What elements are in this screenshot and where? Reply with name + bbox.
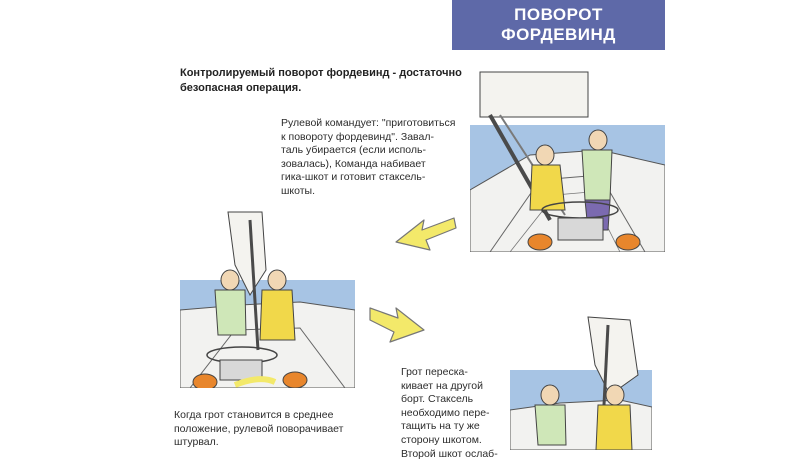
step1-text: Рулевой командует: "приготовиться к пово… — [281, 117, 461, 199]
arrow-left-down-icon — [395, 217, 457, 251]
step3-line: кивает на другой — [401, 379, 483, 392]
step1-line: Рулевой командует: "приготовиться — [281, 117, 456, 129]
step2-text: Когда грот становится в среднее положени… — [174, 409, 374, 450]
step3-line: сторону шкотом. — [401, 433, 482, 446]
lead-line-1: Контролируемый поворот фордевинд - доста… — [180, 67, 462, 79]
title-banner: ПОВОРОТ ФОРДЕВИНД — [452, 0, 665, 50]
lead-text: Контролируемый поворот фордевинд - доста… — [180, 66, 470, 96]
illustration-step1 — [470, 71, 665, 252]
step1-line: гика-шкот и готовит стаксель- — [281, 171, 426, 184]
step1-line: таль убирается (если исполь- — [281, 144, 427, 157]
title-line-1: ПОВОРОТ — [514, 5, 603, 24]
title-line-2: ФОРДЕВИНД — [501, 25, 616, 44]
illustration-step3 — [510, 316, 652, 450]
step1-line: к повороту фордевинд". Завал- — [281, 130, 434, 143]
step2-line: положение, рулевой поворачивает — [174, 422, 344, 435]
step2-line: Когда грот становится в среднее — [174, 409, 334, 421]
illustration-step2 — [180, 211, 355, 388]
lead-line-2: безопасная операция. — [180, 82, 302, 94]
step3-line: Грот переска- — [401, 366, 468, 378]
step1-line: шкоты. — [281, 184, 316, 197]
step3-line: необходимо пере- — [401, 406, 490, 419]
step3-line: борт. Стаксель — [401, 393, 474, 406]
step3-text: Грот переска- кивает на другой борт. Ста… — [401, 366, 501, 461]
arrow-right-down-icon — [369, 307, 425, 343]
step2-line: штурвал. — [174, 436, 219, 449]
step3-line: тащить на ту же — [401, 420, 480, 433]
step1-line: зовалась), Команда набивает — [281, 157, 426, 170]
